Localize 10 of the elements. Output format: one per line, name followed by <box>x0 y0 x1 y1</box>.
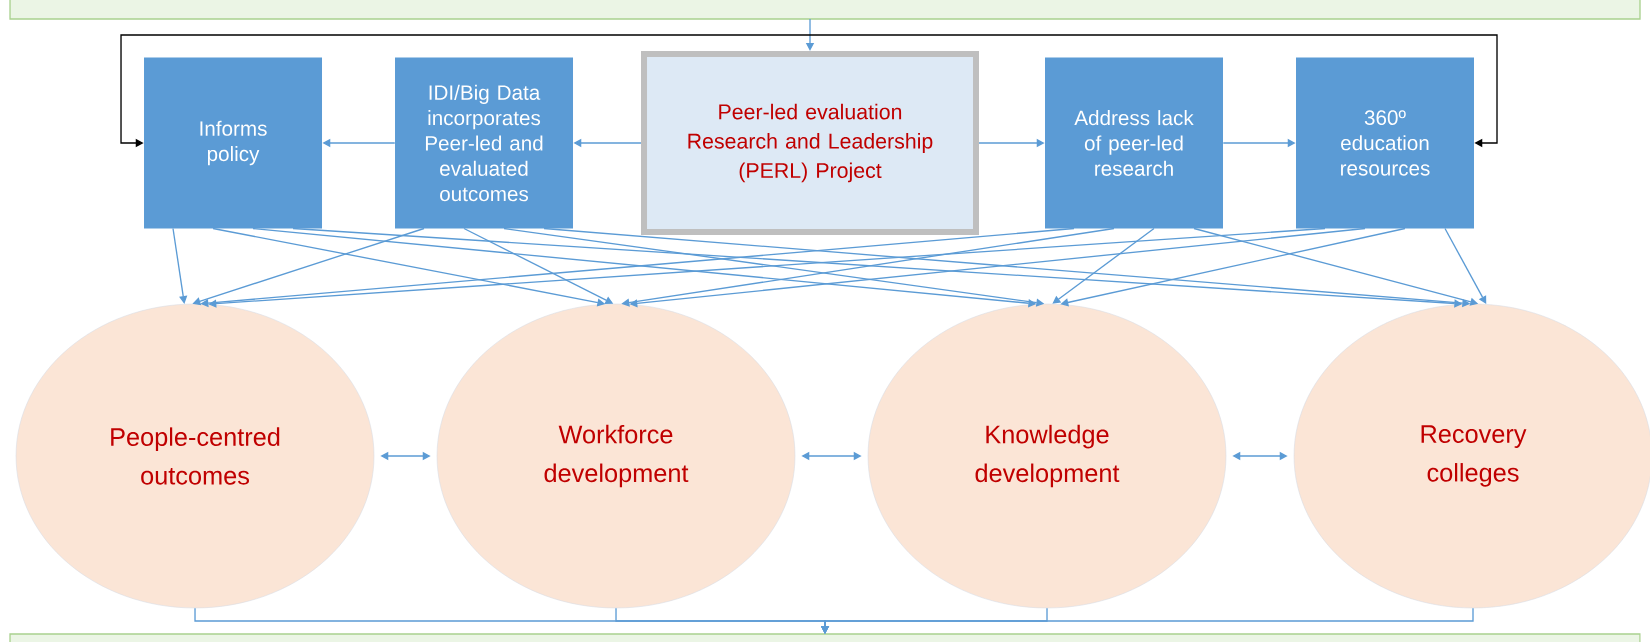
arrow <box>120 34 1498 148</box>
arrow <box>1052 227 1155 304</box>
process-box: Informs policy <box>144 57 322 229</box>
project-box: Peer-led evaluation Research and Leadership (PERL) Project <box>641 51 979 235</box>
process-box: 360º education resources <box>1296 57 1474 229</box>
banner-background <box>9 0 1641 20</box>
process-box: IDI/Big Data incorporates Peer-led and evaluated outcomes <box>395 57 573 229</box>
banner-background <box>9 633 1641 642</box>
process-box: Address lack of peer-led research <box>1045 57 1223 229</box>
arrow <box>172 227 188 304</box>
